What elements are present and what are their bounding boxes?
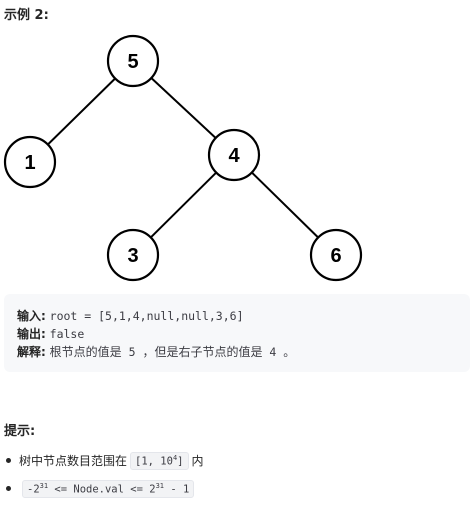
binary-tree-diagram: 5 1 4 3 6 xyxy=(3,34,363,282)
bullet-icon xyxy=(6,458,11,464)
hint-item-node-count: 树中节点数目范围在 [1, 104] 内 xyxy=(6,452,204,470)
output-label: 输出: xyxy=(17,327,46,341)
tree-edge xyxy=(150,77,217,139)
input-line: 输入: root = [5,1,4,null,null,3,6] xyxy=(17,307,470,325)
example-title: 示例 2: xyxy=(4,8,49,23)
hint-1-text-before: 树中节点数目范围在 xyxy=(19,454,128,469)
input-value: root = [5,1,4,null,null,3,6] xyxy=(49,309,244,323)
input-label: 输入: xyxy=(17,309,46,323)
explanation-value-2: 4 xyxy=(262,345,284,359)
tree-node-5: 5 xyxy=(106,34,160,88)
hint-2-code: -231 <= Node.val <= 231 - 1 xyxy=(22,480,195,498)
output-value: false xyxy=(49,327,85,341)
example-box: 输入: root = [5,1,4,null,null,3,6] 输出: fal… xyxy=(4,294,470,372)
tree-edge xyxy=(150,171,217,239)
tree-edge xyxy=(251,171,319,239)
tree-node-label: 6 xyxy=(330,245,341,267)
explanation-label: 解释: xyxy=(17,345,46,359)
explanation-text-1: 根节点的值是 xyxy=(49,345,122,359)
tree-node-label: 4 xyxy=(228,145,240,167)
tree-node-3: 3 xyxy=(106,228,160,282)
hint-item-value-range: -231 <= Node.val <= 231 - 1 xyxy=(6,480,197,498)
explanation-text-2: ，但是右子节点的值是 xyxy=(142,345,263,359)
tree-node-4: 4 xyxy=(207,128,261,182)
explanation-line: 解释: 根节点的值是 5 ，但是右子节点的值是 4 。 xyxy=(17,343,470,361)
tree-node-label: 1 xyxy=(24,152,35,174)
bullet-icon xyxy=(6,486,11,492)
tree-node-1: 1 xyxy=(3,135,57,189)
tree-node-6: 6 xyxy=(309,228,363,282)
hints-title: 提示: xyxy=(4,424,36,439)
output-line: 输出: false xyxy=(17,325,470,343)
hint-1-text-after: 内 xyxy=(191,454,204,469)
explanation-text-3: 。 xyxy=(283,345,296,359)
tree-edge xyxy=(47,77,116,146)
hint-1-code: [1, 104] xyxy=(130,452,189,470)
explanation-value-1: 5 xyxy=(121,345,143,359)
tree-node-label: 5 xyxy=(127,51,138,73)
tree-node-label: 3 xyxy=(127,245,138,267)
